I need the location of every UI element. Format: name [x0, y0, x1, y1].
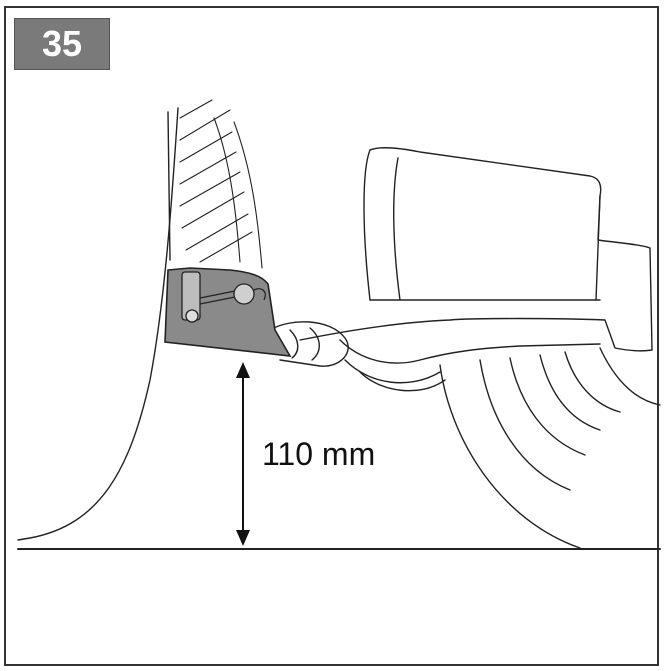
rear-tire-outline [439, 364, 581, 549]
step-number: 35 [41, 23, 83, 64]
underbody-panel [299, 147, 653, 352]
step-number-badge: 35 [14, 18, 110, 70]
dimension-label: 110 mm [262, 436, 376, 472]
front-tire-outline [17, 107, 179, 541]
fastener-nut [233, 283, 255, 305]
diagram-frame [4, 6, 659, 666]
exhaust-pipe [269, 321, 349, 367]
dimension-arrow [236, 362, 250, 546]
tire-tread-hatching [179, 99, 263, 269]
